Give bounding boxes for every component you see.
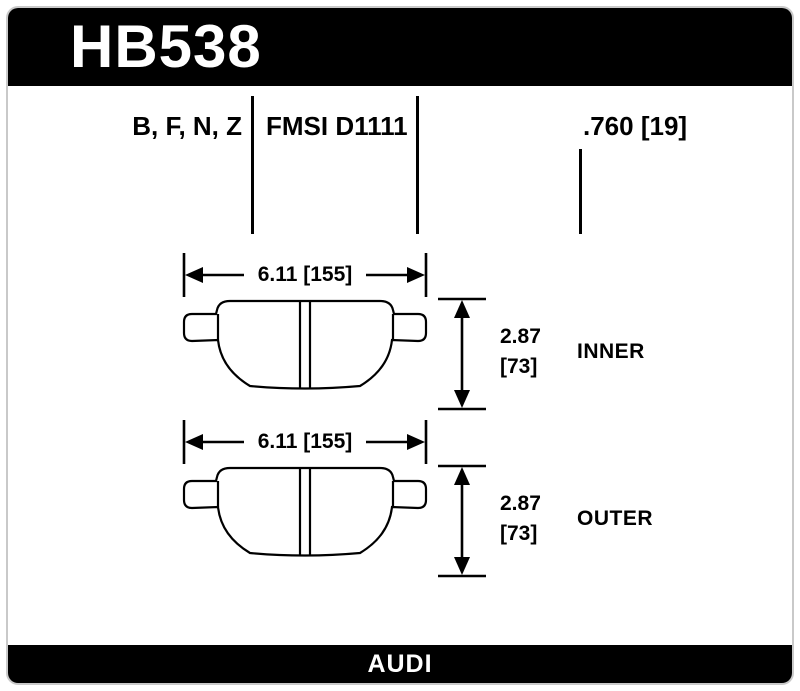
fmsi-number: FMSI D1111 bbox=[266, 111, 408, 141]
pad-height-mm: [73] bbox=[500, 355, 538, 378]
pad-width-label: 6.11 [155] bbox=[257, 430, 353, 453]
width-dimension-outer: 6.11 [155] bbox=[182, 419, 428, 465]
diagram-frame bbox=[6, 6, 794, 685]
horizontal-dimension-arrow-icon bbox=[182, 420, 428, 464]
divider-line bbox=[251, 96, 254, 234]
horizontal-dimension-arrow-icon bbox=[182, 253, 428, 297]
pad-height-label: 2.87 [73] bbox=[500, 322, 541, 382]
brake-pad-drawing-inner bbox=[182, 299, 428, 390]
divider-line bbox=[579, 149, 582, 234]
height-dimension-outer bbox=[437, 464, 487, 578]
pad-position-label: INNER bbox=[577, 340, 645, 363]
pad-position-label: OUTER bbox=[577, 507, 653, 530]
part-number: HB538 bbox=[70, 13, 262, 80]
vehicle-banner: AUDI bbox=[8, 645, 792, 683]
compound-codes: B, F, N, Z bbox=[132, 111, 242, 141]
pad-height-label: 2.87 [73] bbox=[500, 489, 541, 549]
pad-height-inches: 2.87 bbox=[500, 325, 541, 348]
pad-thickness: .760 [19] bbox=[583, 111, 688, 141]
pad-height-mm: [73] bbox=[500, 522, 538, 545]
vertical-dimension-arrow-icon bbox=[438, 464, 486, 578]
pad-width-label: 6.11 [155] bbox=[257, 263, 353, 286]
height-dimension-inner bbox=[437, 297, 487, 411]
divider-line bbox=[416, 96, 419, 234]
vertical-dimension-arrow-icon bbox=[438, 297, 486, 411]
part-number-banner: HB538 bbox=[8, 8, 792, 86]
width-dimension-inner: 6.11 [155] bbox=[182, 252, 428, 298]
brake-pad-drawing-outer bbox=[182, 466, 428, 557]
pad-height-inches: 2.87 bbox=[500, 492, 541, 515]
vehicle-make: AUDI bbox=[367, 650, 433, 678]
